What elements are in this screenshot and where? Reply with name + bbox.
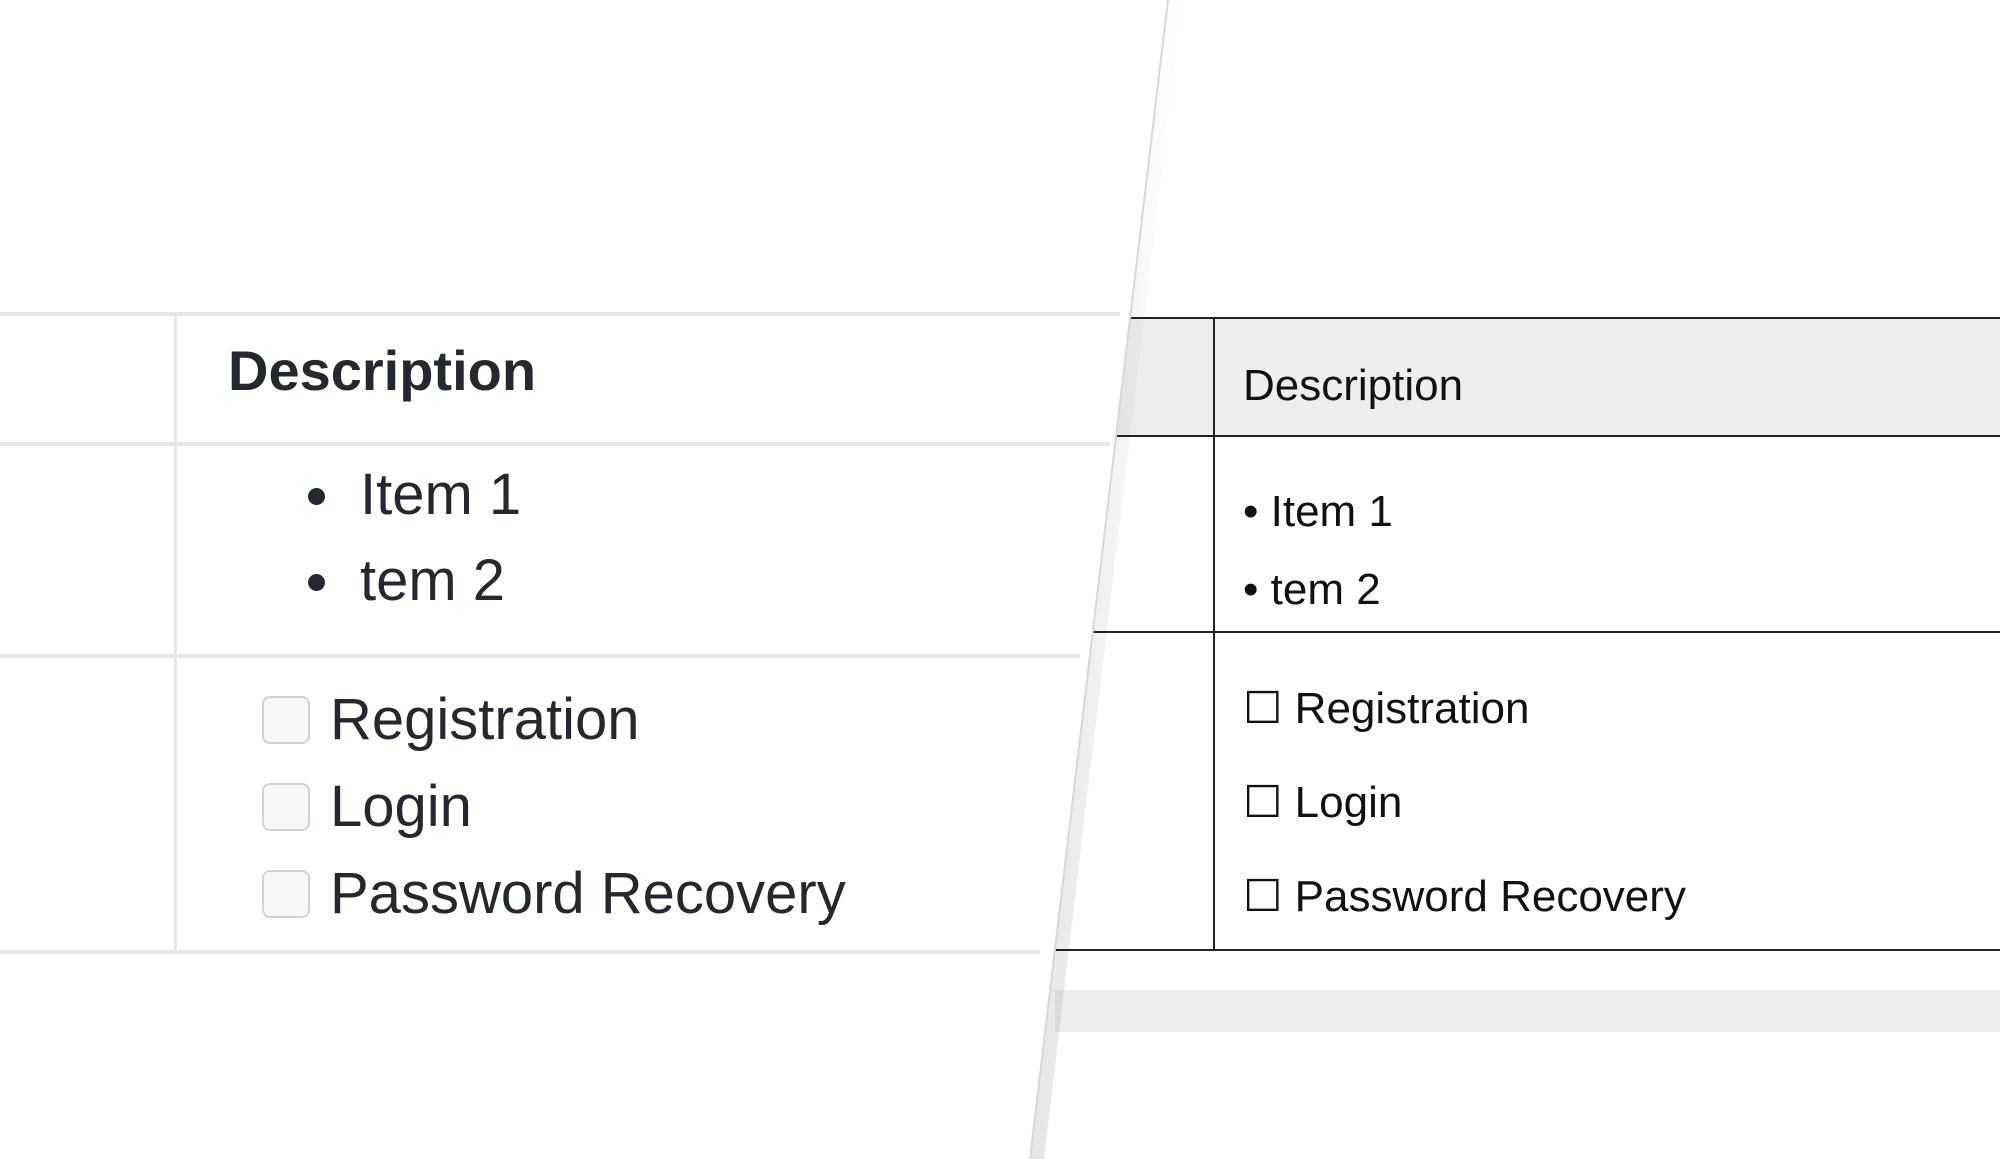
left-bullet-list: Item 1 tem 2 [228,452,521,624]
right-task-item: ☐ Password Recovery [1243,872,1686,921]
bullet-dot-icon [308,488,325,505]
left-bullet-text: Item 1 [360,462,522,527]
checkbox-icon[interactable] [262,783,310,831]
right-table-border-header [1000,435,2000,437]
left-task-text: Login [330,774,472,839]
right-table-border-row1 [1000,631,2000,633]
left-table-border-bottom [0,950,1040,954]
right-table-border-bottom [1000,949,2000,951]
right-task-item: ☐ Login [1243,778,1403,827]
right-task-item: ☐ Registration [1243,684,1530,733]
left-task-item[interactable]: Login [262,763,846,850]
bullet-dot-icon [308,574,325,591]
right-bullet-list: • Item 1 • tem 2 [1243,473,1393,629]
left-task-item[interactable]: Registration [262,676,846,763]
left-task-list: Registration Login Password Recovery [262,676,846,937]
left-table-border-row1 [0,654,1080,658]
checkbox-icon[interactable] [262,696,310,744]
left-table-border-top [0,312,1120,316]
left-task-item[interactable]: Password Recovery [262,850,846,937]
checkbox-icon[interactable] [262,870,310,918]
right-header-row [1000,317,2000,435]
left-table-border-header [0,442,1110,446]
left-table-column-divider [174,312,177,952]
left-panel: Description Item 1 tem 2 Registration Lo… [0,312,1120,954]
right-header-description: Description [1243,361,1464,410]
left-task-text: Registration [330,687,640,752]
right-table-border-top [1000,317,2000,319]
right-bullet-item: • Item 1 [1243,487,1393,536]
left-bullet-item: tem 2 [228,538,521,624]
right-page-shadow [1055,990,2000,1032]
left-task-text: Password Recovery [330,861,846,926]
right-table: Description • Item 1 • tem 2 ☐ Registrat… [1000,317,2000,951]
right-task-list: ☐ Registration ☐ Login ☐ Password Recove… [1243,662,1686,944]
left-bullet-item: Item 1 [228,452,521,538]
left-header-description: Description [228,339,537,402]
right-table-column-divider [1213,317,1215,951]
right-bullet-item: • tem 2 [1243,565,1381,614]
left-bullet-text: tem 2 [360,548,506,613]
